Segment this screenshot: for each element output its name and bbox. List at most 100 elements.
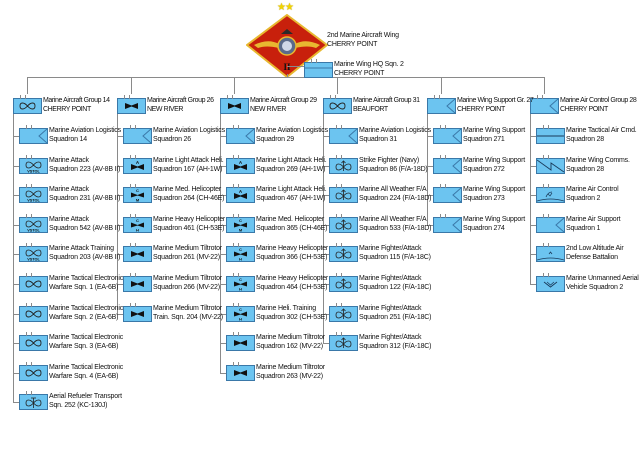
group-drop-line [337, 77, 338, 94]
unit-line-2: Squadron 269 (AH-1W) [256, 165, 326, 173]
echelon-tick [31, 214, 32, 218]
unit-symbol-bowtie-icon [123, 273, 152, 292]
unit-connector [220, 195, 226, 196]
wing-location: CHERRY POINT [327, 40, 378, 48]
unit-line-1: Marine Wing Support [463, 157, 525, 164]
unit-line-2: Warfare Sqn. 4 (EA-6B) [49, 372, 119, 380]
unit-symbol-radar-icon [536, 184, 565, 203]
echelon-tick [543, 155, 544, 159]
unit-line-1: Marine Air Control [566, 186, 619, 193]
unit-connector [220, 314, 226, 315]
echelon-tick [440, 125, 441, 129]
echelon-tick [227, 95, 228, 99]
echelon-tick [26, 332, 27, 336]
unit-connector [323, 343, 329, 344]
unit-symbol-logistics-icon [427, 95, 456, 114]
unit-line-1: Marine Light Attack Heli. [153, 157, 224, 164]
unit-line-2: Squadron 86 (F/A-18D) [359, 165, 428, 173]
echelon-tick [233, 332, 234, 336]
echelon-tick [316, 59, 317, 63]
unit-line-2: CHERRY POINT [334, 69, 385, 77]
unit-connector [220, 136, 226, 137]
unit-line-2: Squadron 162 (MV-22) [256, 342, 323, 350]
unit-label: Marine Light Attack Heli.Squadron 269 (A… [256, 157, 327, 174]
unit-line-1: Marine Heavy Helicopter [153, 216, 226, 223]
echelon-tick [233, 184, 234, 188]
echelon-tick [543, 184, 544, 188]
svg-text:A: A [136, 160, 140, 165]
unit-connector [117, 284, 123, 285]
unit-symbol-hline-icon [536, 125, 565, 144]
unit-symbol-ada-icon [536, 243, 565, 262]
unit-line-1: Marine Tactical Electronic [49, 334, 124, 341]
unit-connector [117, 166, 123, 167]
unit-line-1: 2nd Low Altitude Air [566, 245, 624, 252]
unit-connector [13, 136, 19, 137]
svg-text:M: M [239, 228, 243, 233]
group-drop-line [131, 77, 132, 94]
echelon-tick [238, 184, 239, 188]
unit-line-1: Marine Aviation Logistics [49, 127, 121, 134]
unit-line-2: Squadron 231 (AV-8B II) [49, 194, 121, 202]
unit-symbol-vstol-icon: VSTOL [19, 155, 48, 174]
group-spine-line [427, 113, 428, 225]
unit-line-1: Marine Light Attack Heli. [256, 186, 327, 193]
echelon-tick [130, 273, 131, 277]
svg-text:C: C [239, 277, 242, 282]
svg-text:C: C [136, 188, 139, 193]
unit-line-2: CHERRY POINT [560, 105, 608, 113]
echelon-tick [233, 125, 234, 129]
echelon-tick [124, 95, 125, 99]
unit-line-2: Squadron 251 (F/A-18C) [359, 313, 432, 321]
echelon-tick [238, 332, 239, 336]
group-spine-line [13, 113, 14, 403]
unit-symbol-logistics-icon [530, 95, 559, 114]
svg-text:H: H [239, 317, 242, 322]
echelon-tick [31, 155, 32, 159]
unit-symbol-bowtie-icon [117, 95, 146, 114]
unit-line-1: Marine Wing Support [463, 216, 525, 223]
echelon-tick [26, 184, 27, 188]
unit-line-2: Warfare Sqn. 2 (EA-6B) [49, 313, 119, 321]
unit-symbol-logistics-icon [329, 125, 358, 144]
echelon-tick [341, 155, 342, 159]
unit-line-1: Aerial Refueler Transport [49, 393, 122, 400]
unit-line-2: Squadron 28 [566, 135, 604, 143]
unit-line-1: Marine Fighter/Attack [359, 275, 422, 282]
unit-line-1: Marine Aircraft Group 29 [250, 97, 317, 104]
echelon-tick [31, 303, 32, 307]
unit-symbol-infinity-icon [13, 95, 42, 114]
rank-stars: ★★ [277, 2, 294, 13]
echelon-tick [341, 332, 342, 336]
unit-line-1: Marine Medium Tiltrotor [256, 334, 325, 341]
echelon-tick [233, 155, 234, 159]
echelon-tick [445, 125, 446, 129]
wing-name: 2nd Marine Aircraft Wing [327, 32, 399, 39]
unit-line-1: Marine Med. Helicopter [153, 186, 221, 193]
echelon-tick [130, 155, 131, 159]
svg-text:A: A [239, 189, 243, 194]
echelon-tick [135, 273, 136, 277]
echelon-tick [233, 362, 234, 366]
echelon-tick [335, 95, 336, 99]
unit-line-2: NEW RIVER [147, 105, 184, 113]
unit-connector [323, 314, 329, 315]
echelon-tick [233, 303, 234, 307]
echelon-tick [336, 303, 337, 307]
unit-symbol-bowtie-a-icon: A [123, 155, 152, 174]
